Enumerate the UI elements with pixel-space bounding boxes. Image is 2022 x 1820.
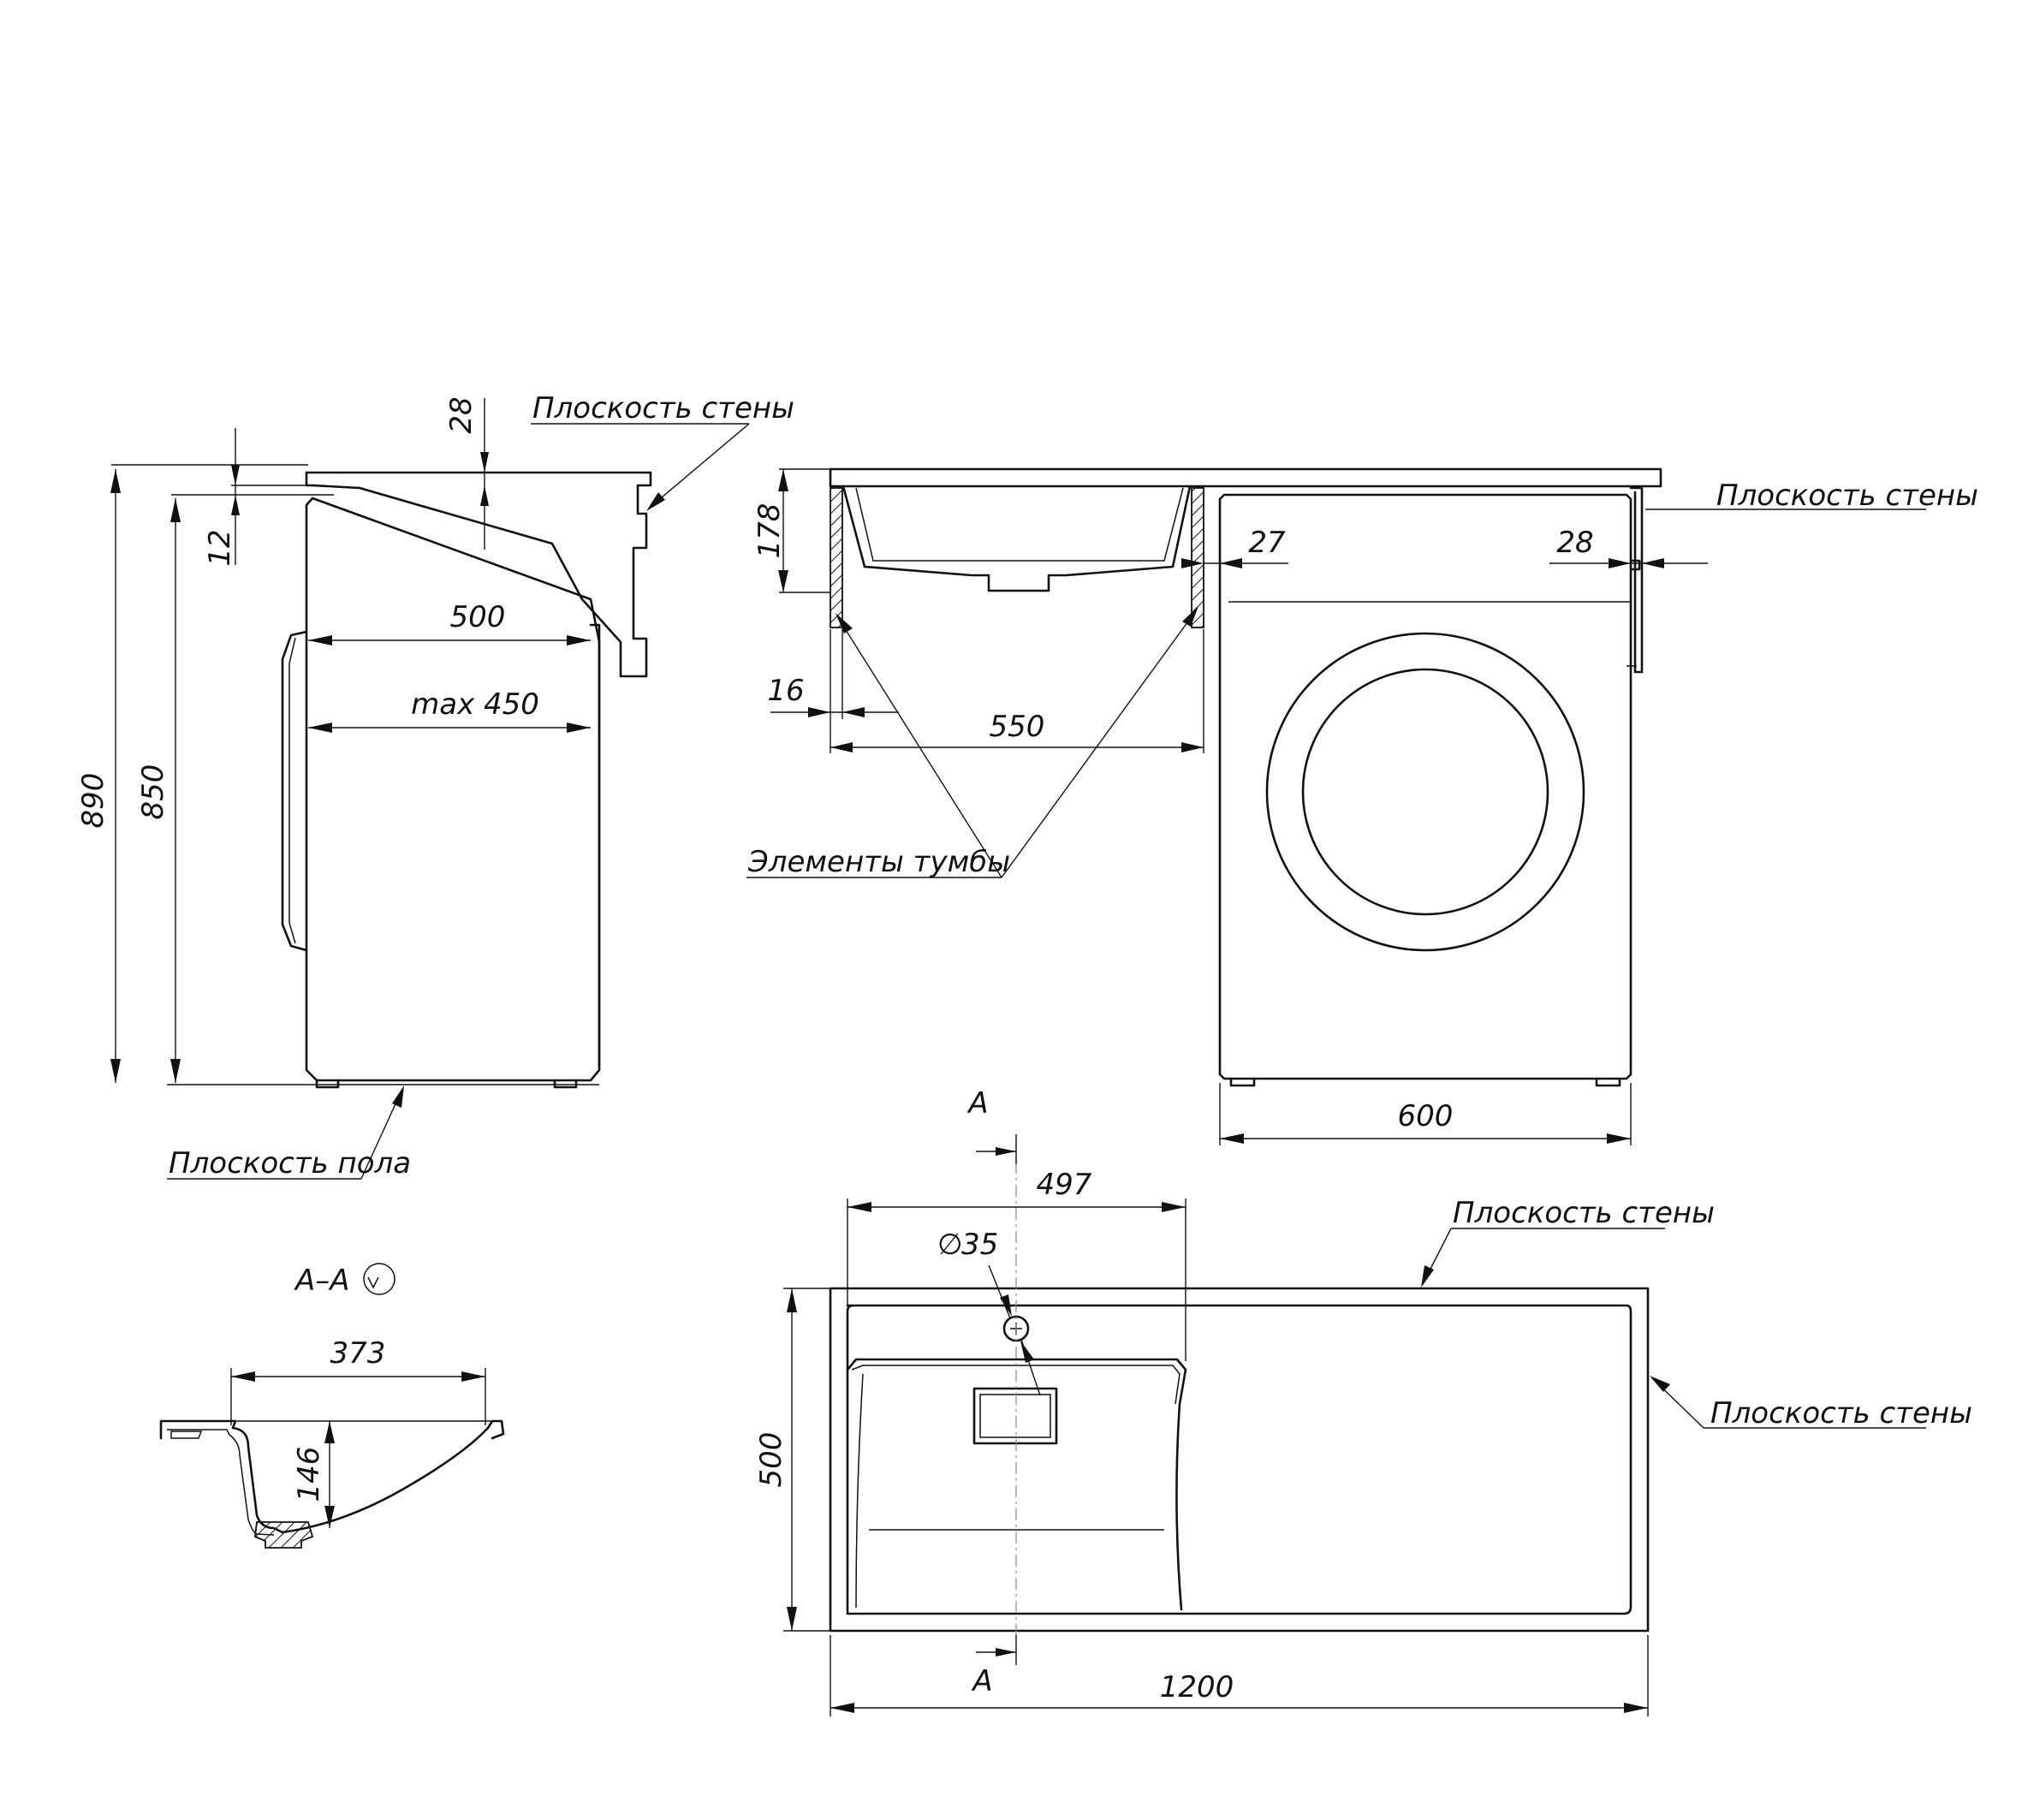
dim-1200: 1200 [1160, 1670, 1234, 1704]
top-view: A A 497 ∅ 35 500 1200 [754, 1086, 1972, 1716]
cabinet-element-right [1191, 487, 1204, 628]
dim-16: 16 [767, 674, 804, 708]
label-wall-plane-side: Плоскость стены [532, 391, 794, 425]
dim-146: 146 [292, 1447, 326, 1502]
dim-850: 850 [136, 764, 170, 820]
front-countertop [829, 467, 1662, 488]
section-mark-bottom: A [971, 1664, 992, 1698]
dim-500-side: 500 [450, 600, 506, 634]
side-view: 890 850 12 28 500 max 450 Плоскость стен [76, 391, 794, 1181]
dim-12: 12 [203, 529, 237, 566]
washer-door-inner [1301, 668, 1549, 916]
dim-178: 178 [752, 503, 787, 559]
section-title: А–А [294, 1264, 350, 1298]
front-view: 178 27 28 16 550 600 Плоскость стен [746, 467, 1978, 1145]
label-wall-plane-top: Плоскость стены [1453, 1196, 1715, 1230]
dim-27: 27 [1248, 526, 1286, 560]
dim-28-front: 28 [1556, 526, 1593, 560]
dim-890: 890 [76, 773, 110, 829]
dim-373: 373 [330, 1336, 386, 1371]
dim-497: 497 [1037, 1168, 1092, 1202]
label-wall-plane-right: Плоскость стены [1710, 1396, 1972, 1430]
top-inner-surface [846, 1304, 1632, 1615]
dim-500-top: 500 [754, 1432, 788, 1488]
cabinet-element-left [830, 487, 843, 628]
side-door-bulge [281, 630, 308, 952]
dim-35: 35 [961, 1228, 998, 1262]
dim-600: 600 [1398, 1099, 1454, 1133]
top-drain [972, 1387, 1058, 1445]
side-washer-body [305, 497, 601, 1082]
front-basin [842, 485, 1192, 592]
section-mark-top: A [966, 1086, 988, 1121]
dim-max450: max 450 [411, 687, 539, 722]
label-cabinet-elements: Элементы тумбы [747, 845, 1010, 879]
front-washer-body [1218, 493, 1632, 1080]
top-outline [829, 1287, 1650, 1633]
label-wall-plane-front: Плоскость стены [1716, 479, 1978, 513]
washer-door-outer [1265, 632, 1585, 952]
section-rotation-mark [363, 1263, 395, 1295]
top-basin [846, 1358, 1187, 1611]
label-floor-plane: Плоскость пола [169, 1146, 411, 1181]
dim-28-side: 28 [444, 396, 479, 433]
dim-550: 550 [990, 710, 1045, 744]
diameter-symbol: ∅ [937, 1228, 963, 1262]
section-drain [254, 1521, 314, 1549]
section-view: А–А 373 146 [159, 1263, 505, 1549]
side-countertop [305, 471, 652, 678]
